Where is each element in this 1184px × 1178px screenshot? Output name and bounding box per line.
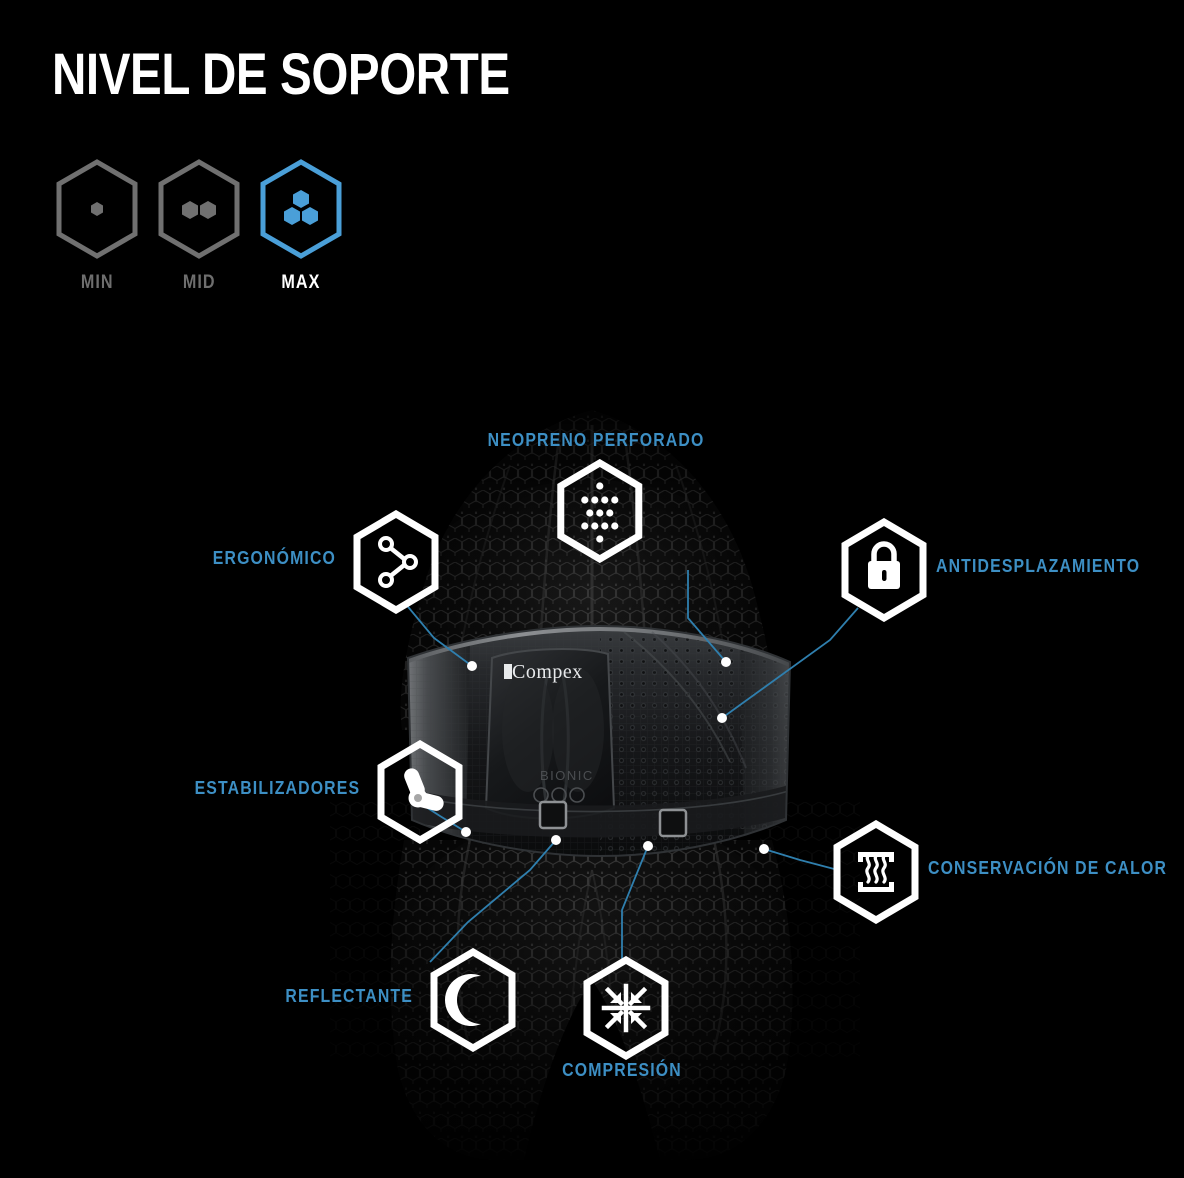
feature-antidesplazamiento[interactable]: ANTIDESPLAZAMIENTO: [838, 518, 1168, 622]
joint-stabilizer-icon: [374, 740, 463, 844]
perforated-neoprene-icon: [554, 459, 643, 563]
compression-arrows-icon: [580, 956, 669, 1060]
page-title: NIVEL DE SOPORTE: [52, 42, 510, 107]
heat-waves-icon: [830, 820, 919, 924]
support-level-selector: MIN MID MAX: [52, 158, 346, 294]
feature-label-ergonomico: ERGONÓMICO: [212, 547, 337, 568]
support-level-label-mid: MID: [182, 272, 216, 293]
feature-label-compresion: COMPRESIÓN: [562, 1060, 682, 1080]
support-level-label-min: MIN: [80, 272, 114, 293]
feature-conservacion-calor[interactable]: CONSERVACIÓN DE CALOR: [830, 820, 1184, 924]
feature-label-estabilizadores: ESTABILIZADORES: [194, 777, 361, 798]
crescent-moon-icon: [427, 948, 516, 1052]
svg-text:BIONIC: BIONIC: [540, 768, 594, 783]
feature-label-reflectante: REFLECTANTE: [285, 985, 413, 1006]
padlock-icon: [838, 518, 927, 622]
feature-label-neopreno-perforado: NEOPRENO PERFORADO: [487, 430, 705, 450]
feature-neopreno-perforado[interactable]: NEOPRENO PERFORADO: [473, 430, 719, 563]
hexagon-one-dot-icon: [53, 158, 141, 260]
support-level-label-max: MAX: [281, 272, 321, 293]
ergonomic-nodes-icon: [350, 510, 439, 614]
svg-text:Compex: Compex: [512, 661, 583, 683]
product-feature-diagram: Compex BIONIC: [0, 370, 1184, 1178]
feature-reflectante[interactable]: REFLECTANTE: [268, 948, 516, 1052]
feature-ergonomico[interactable]: ERGONÓMICO: [196, 510, 439, 614]
feature-label-conservacion-calor: CONSERVACIÓN DE CALOR: [928, 857, 1168, 878]
support-level-mid[interactable]: MID: [154, 158, 244, 294]
hexagon-three-dots-icon: [257, 158, 345, 260]
feature-compresion[interactable]: COMPRESIÓN: [554, 956, 690, 1081]
feature-estabilizadores[interactable]: ESTABILIZADORES: [172, 740, 463, 844]
hexagon-two-dots-icon: [155, 158, 243, 260]
support-level-min[interactable]: MIN: [52, 158, 142, 294]
feature-label-antidesplazamiento: ANTIDESPLAZAMIENTO: [936, 555, 1141, 576]
support-level-max[interactable]: MAX: [256, 158, 346, 294]
